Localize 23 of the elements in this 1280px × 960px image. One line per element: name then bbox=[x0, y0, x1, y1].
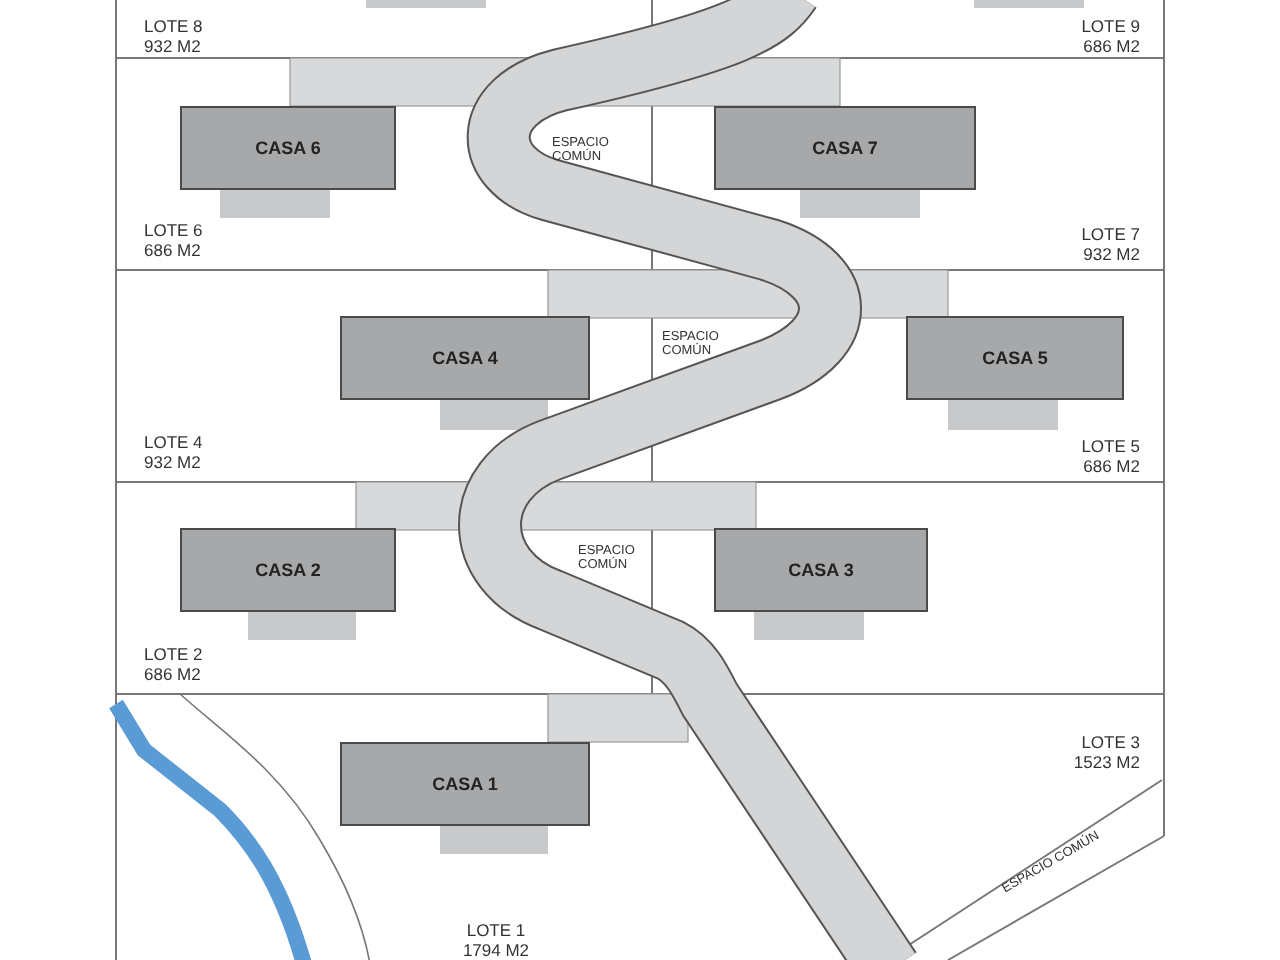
house-label: CASA 4 bbox=[432, 348, 498, 368]
lot-label: LOTE 2 686 M2 bbox=[144, 644, 205, 684]
house-footprint bbox=[340, 742, 590, 826]
house-label: CASA 3 bbox=[788, 560, 854, 580]
lot-label: LOTE 4 932 M2 bbox=[144, 432, 205, 472]
house-footprint bbox=[340, 316, 590, 400]
lot-label: LOTE 8 932 M2 bbox=[144, 16, 205, 56]
house-footprint bbox=[180, 528, 396, 612]
house-footprint bbox=[906, 316, 1124, 400]
house-footprint bbox=[714, 106, 976, 190]
house-label: CASA 6 bbox=[255, 138, 321, 158]
lot-label: LOTE 9 686 M2 bbox=[1079, 16, 1140, 56]
house-label: CASA 5 bbox=[982, 348, 1048, 368]
lot-label: LOTE 1 1794 M2 bbox=[460, 920, 532, 960]
house-label: CASA 2 bbox=[255, 560, 321, 580]
lot-label: LOTE 7 932 M2 bbox=[1079, 224, 1140, 264]
lot-label: LOTE 5 686 M2 bbox=[1079, 436, 1140, 476]
lot-label: LOTE 3 1523 M2 bbox=[1071, 732, 1140, 772]
house-label: CASA 1 bbox=[432, 774, 498, 794]
house-label: CASA 7 bbox=[812, 138, 878, 158]
house-footprint bbox=[180, 106, 396, 190]
house-footprint bbox=[714, 528, 928, 612]
lot-label: LOTE 6 686 M2 bbox=[144, 220, 205, 260]
